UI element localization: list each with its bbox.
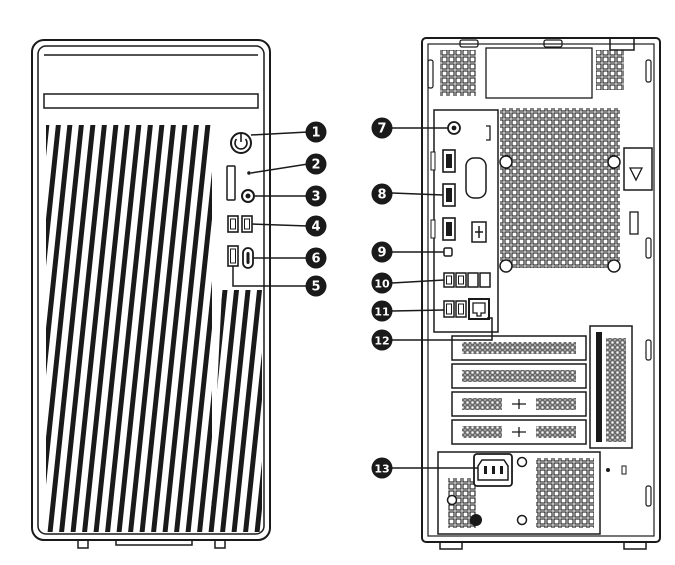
top-vent-left bbox=[440, 50, 476, 96]
audio-jack[interactable] bbox=[241, 189, 255, 203]
callout-number: 9 bbox=[377, 246, 386, 261]
card-reader-slot[interactable] bbox=[226, 165, 236, 201]
front-foot-left bbox=[77, 539, 89, 549]
rear-usb-ports-bottom[interactable] bbox=[443, 300, 467, 318]
optical-drive-bay bbox=[43, 54, 259, 109]
callout-1: 1 bbox=[305, 121, 327, 143]
ethernet-port[interactable] bbox=[468, 298, 490, 320]
optional-connector[interactable] bbox=[471, 221, 487, 243]
displayport-outputs[interactable] bbox=[442, 149, 456, 241]
leader-lines bbox=[232, 127, 493, 469]
front-foot-right bbox=[214, 539, 226, 549]
power-supply bbox=[437, 451, 627, 535]
callout-badge bbox=[371, 329, 393, 351]
activity-led-icon bbox=[247, 171, 251, 175]
callout-number: 4 bbox=[311, 220, 320, 235]
callout-7: 7 bbox=[371, 117, 393, 139]
callout-badge bbox=[371, 241, 393, 263]
callout-badge bbox=[305, 185, 327, 207]
power-button[interactable] bbox=[230, 132, 252, 154]
callout-12: 12 bbox=[371, 329, 393, 351]
callout-badge bbox=[371, 272, 393, 294]
front-grille bbox=[46, 125, 212, 532]
callout-badge bbox=[305, 215, 327, 237]
callout-badge bbox=[305, 247, 327, 269]
callout-8: 8 bbox=[371, 183, 393, 205]
front-view bbox=[31, 39, 271, 549]
rear-view bbox=[421, 37, 661, 550]
expansion-slots bbox=[451, 335, 587, 445]
front-usb-c-port[interactable] bbox=[242, 247, 254, 269]
callout-number: 12 bbox=[374, 335, 389, 348]
top-vent-right bbox=[596, 50, 624, 90]
callout-badge bbox=[305, 275, 327, 297]
callout-11: 11 bbox=[371, 300, 393, 322]
callout-number: 8 bbox=[377, 188, 386, 203]
callout-number: 2 bbox=[311, 158, 320, 173]
rear-fan-vent bbox=[500, 108, 620, 268]
callout-badge bbox=[305, 153, 327, 175]
callout-badge bbox=[371, 300, 393, 322]
callout-number: 13 bbox=[374, 463, 389, 476]
callout-number: 10 bbox=[374, 278, 390, 291]
front-grille-lower bbox=[210, 290, 262, 532]
callout-badge bbox=[371, 117, 393, 139]
front-foot-center bbox=[115, 539, 193, 546]
callout-9: 9 bbox=[371, 241, 393, 263]
callout-6: 6 bbox=[305, 247, 327, 269]
callout-number: 6 bbox=[311, 252, 320, 267]
callout-number: 1 bbox=[311, 126, 320, 141]
callout-3: 3 bbox=[305, 185, 327, 207]
front-usb-port-single[interactable] bbox=[227, 245, 239, 267]
callout-number: 11 bbox=[374, 306, 389, 319]
callout-2: 2 bbox=[305, 153, 327, 175]
callout-number: 7 bbox=[377, 122, 386, 137]
callout-4: 4 bbox=[305, 215, 327, 237]
rear-audio-jack[interactable] bbox=[447, 121, 461, 135]
front-usb-ports[interactable] bbox=[227, 215, 253, 233]
callout-5: 5 bbox=[305, 275, 327, 297]
callout-badge bbox=[371, 457, 393, 479]
callout-number: 5 bbox=[311, 280, 320, 295]
ac-power-inlet[interactable] bbox=[473, 453, 513, 487]
latch-arrow-icon bbox=[628, 167, 644, 182]
callout-13: 13 bbox=[371, 457, 393, 479]
rear-usb-ports-top[interactable] bbox=[443, 272, 491, 288]
callout-number: 3 bbox=[311, 190, 320, 205]
front-io-panel bbox=[218, 122, 262, 284]
rear-small-button[interactable] bbox=[443, 247, 453, 257]
callout-10: 10 bbox=[371, 272, 393, 294]
callout-badge bbox=[305, 121, 327, 143]
callout-badge bbox=[371, 183, 393, 205]
